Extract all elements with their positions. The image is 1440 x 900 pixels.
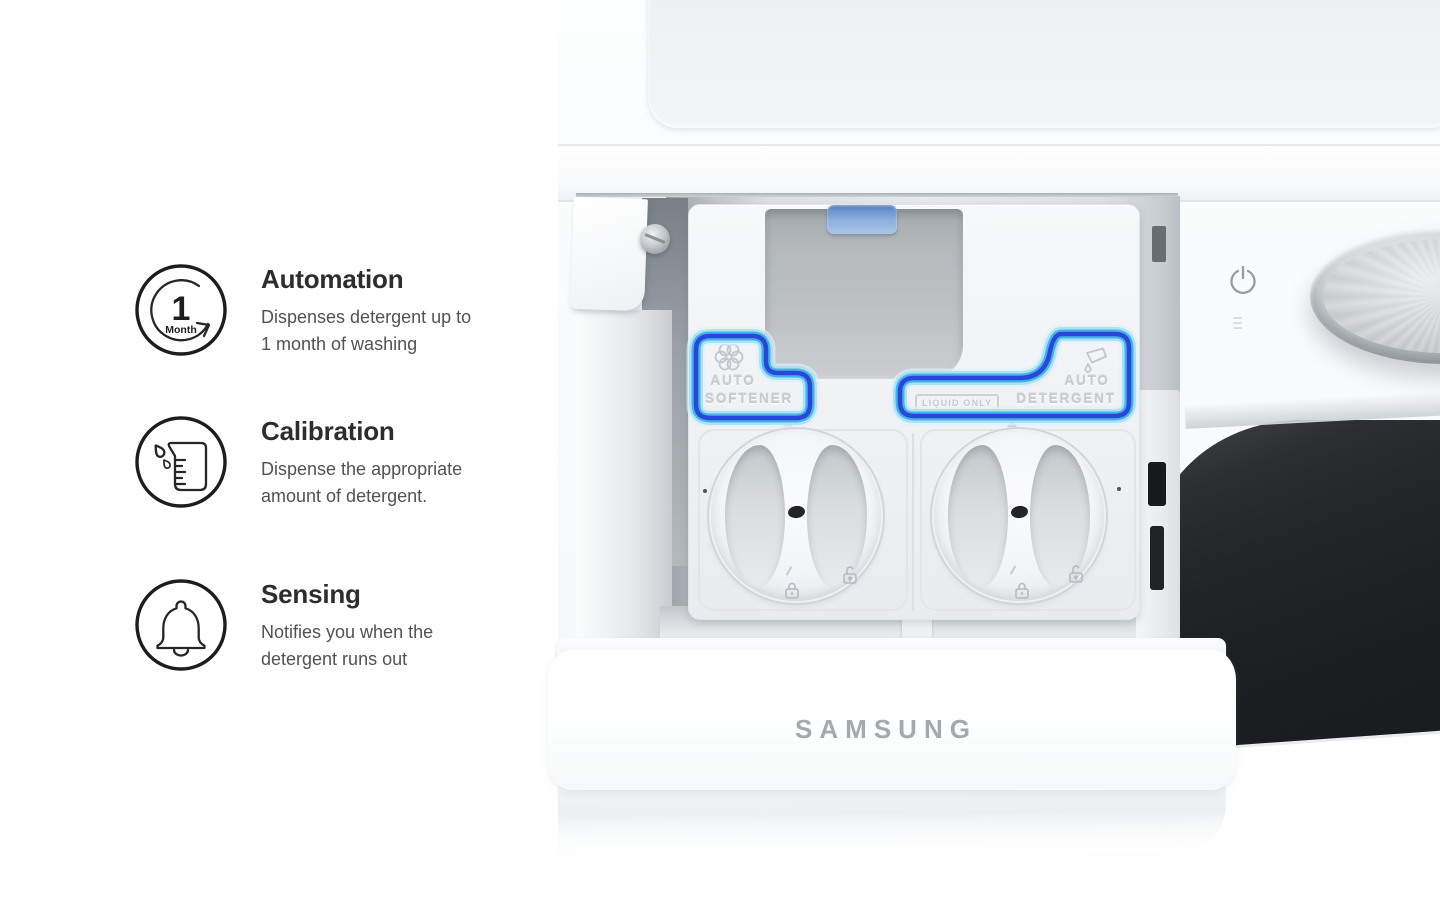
washer-top-lid-recess <box>648 0 1440 128</box>
index-dot <box>703 489 707 493</box>
cap-recess-left <box>948 445 1008 587</box>
padlock-open-icon <box>843 566 857 584</box>
desc-line: Notifies you when the <box>261 622 434 642</box>
cap-recess-right <box>1030 445 1090 587</box>
manual-detergent-compartment <box>765 209 963 379</box>
desc-line: 1 month of washing <box>261 334 418 354</box>
cavity-right-slot <box>1152 226 1166 262</box>
bell-icon <box>133 577 229 673</box>
softener-tank-cap <box>711 431 881 601</box>
cap-recess-left <box>725 445 785 587</box>
feature-title: Automation <box>261 264 404 294</box>
cap-center-hole <box>787 504 806 519</box>
detergent-tank-cap <box>934 431 1104 601</box>
one-month-cycle-icon: 1 Month <box>133 262 229 358</box>
padlock-closed-icon <box>1015 582 1029 599</box>
top-panel-seam <box>558 144 1440 146</box>
desc-line: amount of detergent. <box>261 486 428 506</box>
detergent-drawer-tray: AUTO SOFTENER AUTO DETERGENT LIQUID ONLY <box>688 204 1140 620</box>
desc-line: Dispense the appropriate <box>261 459 463 479</box>
pour-bottle-icon <box>1084 347 1107 373</box>
feature-title: Calibration <box>261 416 395 446</box>
feature-description: Dispenses detergent up to 1 month of was… <box>261 304 541 358</box>
index-dot <box>1117 487 1121 491</box>
detergent-cap-panel <box>920 429 1136 611</box>
badge-unit: Month <box>165 324 197 336</box>
softener-highlight-outline <box>686 326 820 428</box>
cap-center-hole <box>1010 504 1029 519</box>
feature-sensing-text: Sensing Notifies you when the detergent … <box>261 579 541 673</box>
power-icon <box>1228 264 1258 294</box>
padlock-closed-icon <box>785 582 799 599</box>
feature-description: Notifies you when the detergent runs out <box>261 619 541 673</box>
desc-line: detergent runs out <box>261 649 408 669</box>
tray-divider-seam <box>912 433 914 611</box>
blue-clip <box>827 205 897 234</box>
softener-cap-panel <box>698 429 908 611</box>
feature-title: Sensing <box>261 579 361 609</box>
bottom-white-fade <box>540 812 1440 900</box>
drawer-latch <box>1150 526 1164 590</box>
softener-label: SOFTENER <box>705 391 793 406</box>
cavity-left-wall <box>576 310 672 640</box>
drawer-latch <box>1148 462 1166 506</box>
hinge-screw <box>640 224 670 254</box>
feature-automation-text: Automation Dispenses detergent up to 1 m… <box>261 264 541 358</box>
desc-line: Dispenses detergent up to <box>261 307 472 327</box>
badge-number: 1 <box>172 290 191 328</box>
detergent-label: DETERGENT <box>1016 391 1116 406</box>
cavity-top-edge <box>576 193 1178 197</box>
drawer-front-panel: SAMSUNG <box>548 650 1236 790</box>
cavity-hinge-cover <box>570 196 648 312</box>
padlock-open-icon <box>1069 565 1083 583</box>
feature-calibration-text: Calibration Dispense the appropriate amo… <box>261 416 541 510</box>
beaker-drops-icon <box>133 414 229 510</box>
top-panel-front-edge <box>558 146 1440 200</box>
flower-icon <box>714 343 744 371</box>
feature-description: Dispense the appropriate amount of deter… <box>261 456 541 510</box>
softener-label-auto: AUTO <box>710 373 756 388</box>
detergent-highlight-outline <box>891 324 1139 426</box>
cap-recess-right <box>807 445 867 587</box>
smart-control-mark <box>1233 314 1247 336</box>
detergent-label-auto: AUTO <box>1064 373 1110 388</box>
samsung-logo: SAMSUNG <box>795 714 977 744</box>
